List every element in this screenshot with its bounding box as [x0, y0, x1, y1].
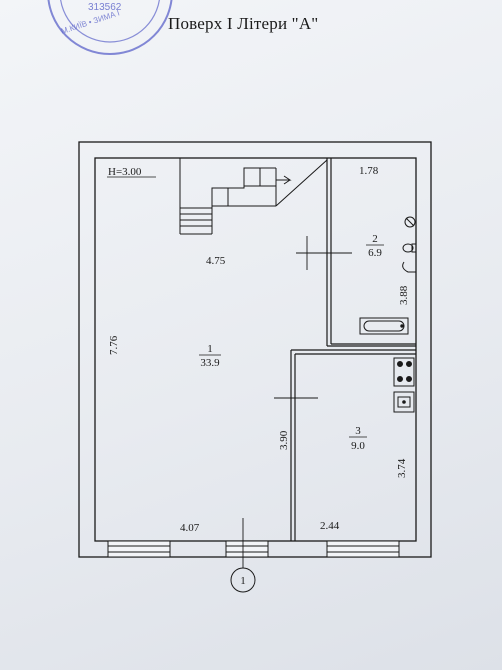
room-area: 6.9	[368, 247, 382, 259]
room-area: 9.0	[351, 440, 365, 452]
axis-marker: 1	[230, 560, 256, 593]
window-bottom-left	[107, 540, 171, 558]
room-number: 1	[207, 343, 213, 355]
dim-bottom-left: 4.07	[180, 522, 200, 534]
bathroom-fixtures	[402, 216, 417, 273]
stamp-text-number: 313562	[88, 2, 122, 13]
dim-bottom-right: 2.44	[320, 520, 340, 532]
room-1-label: 1 33.9	[199, 343, 221, 369]
ceiling-height-label: H=3.00	[108, 166, 142, 178]
section-marks	[242, 236, 352, 560]
room-3-label: 3 9.0	[349, 425, 367, 452]
plan-title: Поверх І Літери "А"	[168, 14, 319, 33]
room-number: 2	[372, 233, 378, 245]
stamp-seal: 313562 М.КИЇВ • ЗИМА І	[47, 0, 173, 55]
dim-kitchen-right: 3.74	[396, 458, 408, 478]
window-bottom-center	[225, 540, 269, 558]
dim-top-right: 1.78	[359, 165, 379, 177]
room-2-label: 2 6.9	[366, 233, 384, 259]
staircase	[179, 158, 328, 235]
dim-bath-height: 3.88	[398, 285, 410, 305]
interior-walls	[290, 158, 416, 541]
bathtub	[359, 317, 409, 335]
axis-marker-label: 1	[240, 575, 246, 587]
kitchen-stove	[393, 357, 415, 387]
kitchen-sink	[393, 391, 415, 413]
room-area: 33.9	[200, 357, 220, 369]
dim-left-height: 7.76	[108, 335, 120, 355]
room-number: 3	[355, 425, 361, 437]
dim-stair-width: 4.75	[206, 255, 226, 267]
dim-kitchen-left: 3.90	[278, 430, 290, 450]
window-bottom-right	[326, 540, 400, 558]
